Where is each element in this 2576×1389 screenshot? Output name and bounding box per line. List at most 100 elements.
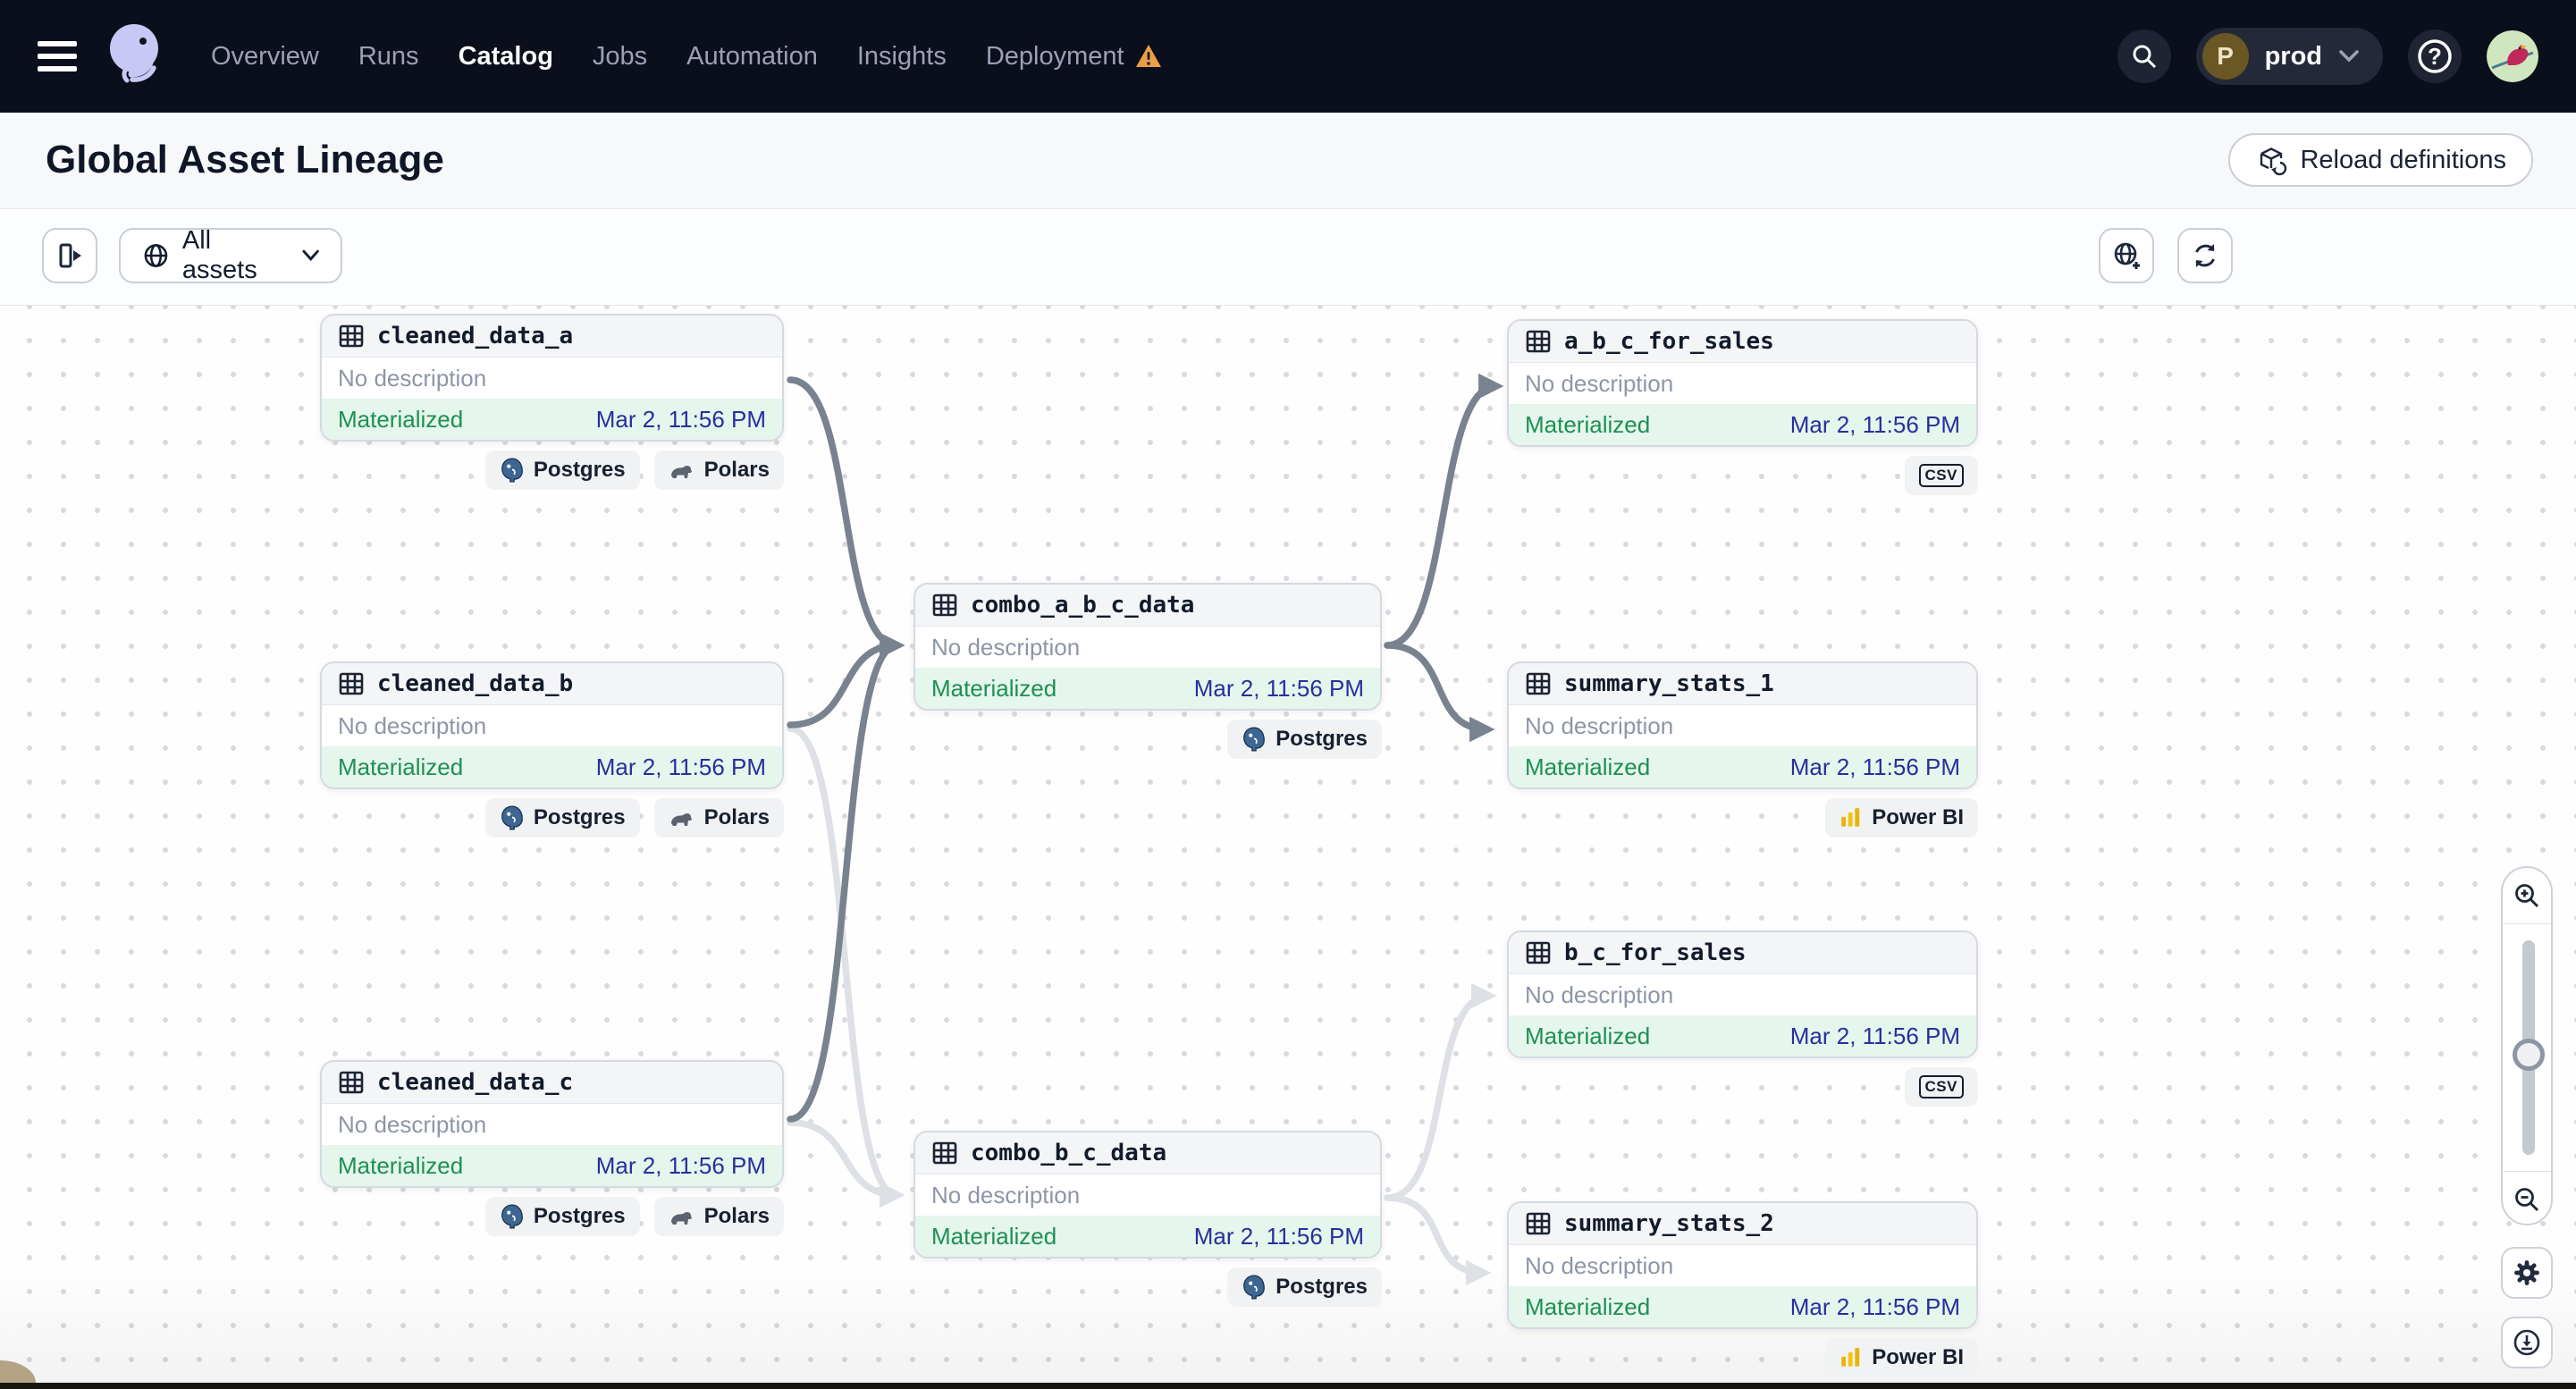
materialized-label: Materialized	[1525, 753, 1651, 780]
asset-description: No description	[338, 711, 487, 739]
powerbi-icon	[1839, 806, 1863, 829]
asset-node-header: cleaned_data_b	[322, 663, 782, 705]
asset-node-header: summary_stats_2	[1509, 1203, 1976, 1245]
asset-scope-dropdown[interactable]: All assets	[119, 226, 342, 284]
zoom-in-button[interactable]	[2503, 868, 2551, 923]
asset-node[interactable]: b_c_for_sales No description Materialize…	[1507, 930, 1978, 1058]
nav-item-deployment[interactable]: Deployment	[986, 42, 1162, 72]
graph-settings-button[interactable]	[2501, 1247, 2553, 1299]
svg-text:?: ?	[2428, 43, 2442, 70]
globe-icon	[144, 244, 168, 267]
tag-csv[interactable]: CSV	[1904, 1067, 1978, 1107]
asset-node[interactable]: a_b_c_for_sales No description Materiali…	[1507, 319, 1978, 447]
nav-right: P prod ?	[2117, 28, 2538, 85]
asset-status-row: Materialized Mar 2, 11:56 PM	[915, 668, 1380, 709]
nav-item-automation[interactable]: Automation	[686, 42, 818, 72]
tag-postgres[interactable]: Postgres	[484, 798, 640, 838]
zoom-slider[interactable]	[2503, 924, 2551, 1171]
nav-item-jobs[interactable]: Jobs	[593, 42, 647, 72]
tag-postgres[interactable]: Postgres	[484, 1197, 640, 1236]
asset-node[interactable]: combo_a_b_c_data No description Material…	[913, 583, 1382, 711]
dagster-logo-icon[interactable]	[100, 16, 173, 97]
asset-node-header: combo_a_b_c_data	[915, 585, 1380, 627]
tag-label: Postgres	[533, 458, 626, 482]
lineage-canvas[interactable]: cleaned_data_a No description Materializ…	[0, 306, 2576, 1384]
nav-item-label: Insights	[856, 41, 947, 71]
tag-powerbi[interactable]: Power BI	[1825, 798, 1978, 838]
tag-polars[interactable]: Polars	[653, 450, 784, 490]
tag-postgres[interactable]: Postgres	[1227, 720, 1382, 759]
help-icon[interactable]: ?	[2408, 29, 2462, 83]
tag-csv[interactable]: CSV	[1904, 456, 1978, 495]
asset-node-header: combo_b_c_data	[915, 1132, 1380, 1174]
materialized-timestamp: Mar 2, 11:56 PM	[1789, 1022, 1960, 1049]
materialized-timestamp: Mar 2, 11:56 PM	[1789, 410, 1960, 438]
search-icon[interactable]	[2117, 29, 2171, 83]
asset-node[interactable]: summary_stats_2 No description Materiali…	[1507, 1201, 1978, 1329]
tag-label: Postgres	[533, 805, 626, 829]
asset-node-header: b_c_for_sales	[1509, 932, 1976, 974]
download-view-button[interactable]	[2501, 1317, 2553, 1368]
asset-description: No description	[338, 364, 487, 391]
asset-node[interactable]: cleaned_data_b No description Materializ…	[320, 661, 784, 789]
asset-name: combo_a_b_c_data	[971, 592, 1195, 619]
divider	[2503, 1171, 2551, 1172]
menu-icon[interactable]	[38, 41, 77, 72]
asset-node[interactable]: cleaned_data_a No description Materializ…	[320, 314, 784, 442]
table-icon	[932, 1141, 957, 1165]
tag-label: Power BI	[1872, 805, 1964, 829]
asset-description: No description	[931, 1181, 1081, 1208]
tag-powerbi[interactable]: Power BI	[1825, 1338, 1978, 1377]
bottom-strip	[0, 1383, 2576, 1389]
materialized-label: Materialized	[1525, 410, 1651, 438]
user-avatar[interactable]	[2487, 30, 2538, 82]
tag-label: Postgres	[1275, 727, 1368, 751]
materialized-timestamp: Mar 2, 11:56 PM	[1789, 753, 1960, 780]
reload-definitions-label: Reload definitions	[2300, 145, 2506, 174]
asset-node-header: cleaned_data_c	[322, 1062, 782, 1104]
table-icon	[339, 1071, 364, 1094]
open-panel-button[interactable]	[42, 228, 97, 283]
table-icon	[1526, 672, 1551, 695]
materialized-timestamp: Mar 2, 11:56 PM	[1193, 674, 1364, 702]
refresh-button[interactable]	[2177, 228, 2233, 283]
nav-item-overview[interactable]: Overview	[211, 42, 319, 72]
materialized-label: Materialized	[338, 753, 464, 780]
download-icon	[2513, 1329, 2540, 1356]
environment-switcher[interactable]: P prod	[2195, 28, 2383, 85]
asset-node[interactable]: combo_b_c_data No description Materializ…	[913, 1131, 1382, 1259]
nav-item-catalog[interactable]: Catalog	[459, 42, 553, 72]
materialized-label: Materialized	[338, 405, 464, 433]
asset-name: cleaned_data_c	[377, 1069, 574, 1096]
tag-postgres[interactable]: Postgres	[484, 450, 640, 490]
materialized-label: Materialized	[1525, 1022, 1651, 1049]
materialized-label: Materialized	[931, 674, 1057, 702]
asset-node[interactable]: summary_stats_1 No description Materiali…	[1507, 661, 1978, 789]
asset-status-row: Materialized Mar 2, 11:56 PM	[322, 1145, 782, 1186]
asset-node[interactable]: cleaned_data_c No description Materializ…	[320, 1060, 784, 1188]
asset-node-header: a_b_c_for_sales	[1509, 321, 1976, 363]
asset-status-row: Materialized Mar 2, 11:56 PM	[1509, 404, 1976, 445]
asset-name: summary_stats_2	[1564, 1210, 1774, 1237]
asset-status-row: Materialized Mar 2, 11:56 PM	[1509, 746, 1976, 787]
zoom-out-button[interactable]	[2503, 1172, 2551, 1227]
tag-polars[interactable]: Polars	[653, 798, 784, 838]
nav-item-insights[interactable]: Insights	[857, 42, 947, 72]
tag-polars[interactable]: Polars	[653, 1197, 784, 1236]
gear-icon	[2514, 1260, 2539, 1285]
asset-tag-row: Postgres Polars	[320, 1197, 784, 1236]
divider	[2503, 923, 2551, 924]
globe-add-icon	[2114, 242, 2140, 269]
asset-status-row: Materialized Mar 2, 11:56 PM	[1509, 1015, 1976, 1056]
zoom-slider-handle[interactable]	[2513, 1039, 2545, 1071]
materialized-label: Materialized	[931, 1222, 1057, 1250]
lineage-toolbar: All assets (owner:"team:sales" and kind:…	[0, 210, 2576, 494]
reload-definitions-button[interactable]: Reload definitions	[2228, 133, 2533, 187]
asset-tag-row: Postgres Polars	[320, 798, 784, 838]
global-graph-button[interactable]	[2099, 228, 2154, 283]
csv-icon: CSV	[1918, 1075, 1964, 1099]
asset-node-header: cleaned_data_a	[322, 316, 782, 358]
nav-item-runs[interactable]: Runs	[358, 42, 419, 72]
table-icon	[932, 593, 957, 617]
tag-postgres[interactable]: Postgres	[1227, 1267, 1382, 1307]
